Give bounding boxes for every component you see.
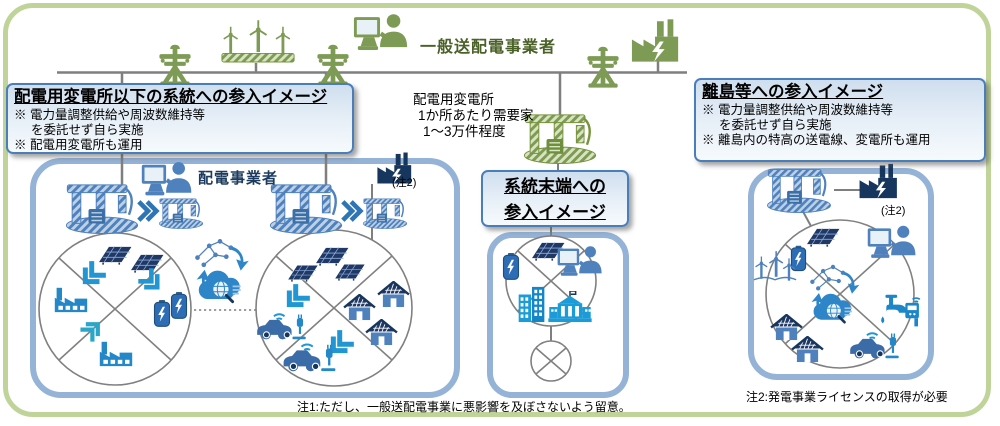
infobox-line: ※ 電力量調整供給や周波数維持等 [702, 102, 893, 117]
infobox-title: 配電用変電所以下の系統への参入イメージ [14, 88, 328, 106]
wind-farm-icon [222, 20, 294, 62]
infobox-line: ※ 配電用変電所も運用 [14, 138, 143, 153]
grid-end-infobox: 系統末端への 参入イメージ [481, 170, 629, 227]
battery-icon [790, 245, 807, 272]
infobox-title: 離島等への参入イメージ [702, 83, 884, 101]
battery-icon [153, 299, 171, 327]
infobox-line: を委託せず自ら実施 [31, 122, 144, 137]
left-entry-infobox: 配電用変電所以下の系統への参入イメージ ※ 電力量調整供給や周波数維持等 を委託… [6, 83, 354, 154]
battery-icon [170, 291, 188, 319]
transmission-tower-icon [317, 44, 349, 86]
infobox-line: ※ 電力量調整供給や周波数維持等 [14, 107, 205, 122]
general-utility-label: 一般送配電事業者 [420, 39, 557, 56]
distribution-operator-label: 配電事業者 [198, 170, 279, 187]
caption-line: 1〜3万件程度 [423, 124, 506, 139]
substation-caption: 配電用変電所 1か所あたり需要家 1〜3万件程度 [407, 92, 534, 140]
distribution-substation-icon [523, 113, 597, 164]
note2-ref-left: (注2) [392, 177, 417, 189]
transmission-tower-icon [159, 44, 191, 86]
transmission-tower-icon [587, 46, 619, 88]
power-plant-icon [631, 19, 679, 62]
infobox-title: 系統末端への [504, 177, 606, 196]
outer-green-frame [3, 3, 991, 417]
battery-icon [502, 252, 520, 280]
islands-infobox: 離島等への参入イメージ ※ 電力量調整供給や周波数維持等 を委託せず自ら実施 ※… [694, 78, 986, 162]
note2-ref-right: (注2) [881, 205, 906, 217]
infobox-line: ※ 離島内の特高の送電線、変電所も運用 [702, 133, 931, 148]
infobox-title: 参入イメージ [504, 203, 606, 223]
operator-person-icon [353, 14, 408, 50]
caption-line: 配電用変電所 [413, 92, 494, 107]
caption-line: 1か所あたり需要家 [418, 108, 534, 123]
infobox-line: を委託せず自ら実施 [719, 117, 832, 132]
footnote-2: 注2:発電事業ライセンスの取得が必要 [746, 390, 948, 404]
footnote-1: 注1:ただし、一般送配電事業に悪影響を及ぼさないよう留意。 [297, 400, 631, 414]
crossed-circle-icon [530, 340, 572, 382]
